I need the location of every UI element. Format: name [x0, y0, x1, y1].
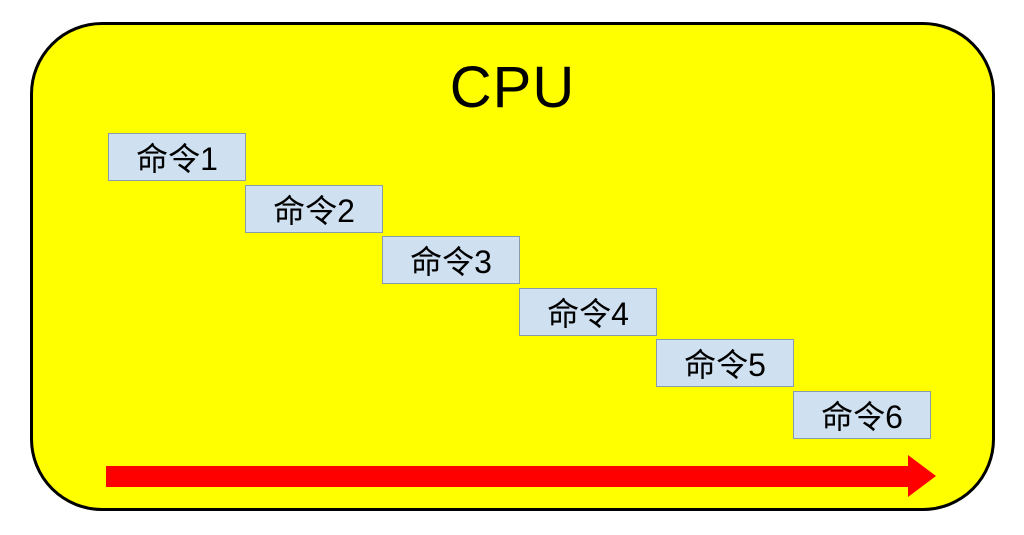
instruction-box-3: 命令3: [382, 236, 520, 284]
instruction-label-6: 命令6: [821, 399, 903, 435]
instruction-label-3: 命令3: [410, 244, 492, 280]
cpu-title: CPU: [449, 55, 576, 120]
instruction-box-1: 命令1: [108, 133, 246, 181]
instruction-box-6: 命令6: [793, 391, 931, 439]
cpu-frame: CPU 命令1 命令2 命令3 命令4 命令5 命令6: [30, 22, 995, 511]
instruction-box-4: 命令4: [519, 288, 657, 336]
instruction-label-4: 命令4: [547, 296, 629, 332]
instruction-label-5: 命令5: [684, 347, 766, 383]
instruction-label-2: 命令2: [273, 193, 355, 229]
instruction-label-1: 命令1: [136, 141, 218, 177]
time-arrow-icon: [106, 455, 936, 497]
instruction-box-2: 命令2: [245, 185, 383, 233]
instruction-box-5: 命令5: [656, 339, 794, 387]
